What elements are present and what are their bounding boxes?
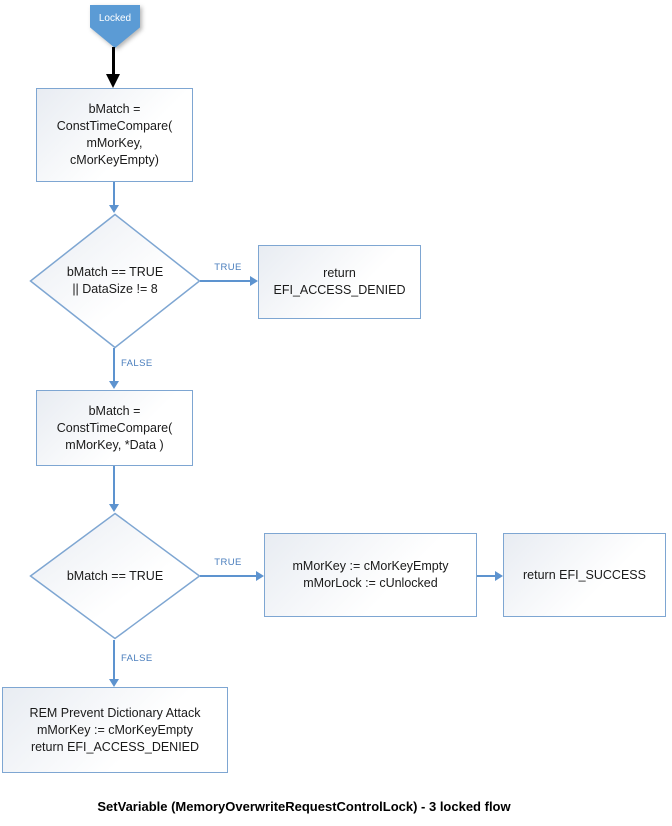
node-compare-empty: bMatch = ConstTimeCompare( mMorKey, cMor… [36,88,193,182]
connector-arrowhead-icon [109,504,119,512]
node-decision-empty-or-size: bMatch == TRUE || DataSize != 8 [29,213,201,349]
connector-compare-data-to-decision2 [113,466,115,504]
connector-decision1-true [200,280,250,282]
edge-label-false-1: FALSE [121,358,153,369]
start-terminator: Locked [90,5,140,48]
edge-label-true-2: TRUE [214,557,242,568]
connector-decision2-true [200,575,256,577]
node-unlock: mMorKey := cMorKeyEmpty mMorLock := cUnl… [264,533,477,617]
edge-label-false-2: FALSE [121,653,153,664]
connector-arrowhead-icon [256,571,264,581]
decision1-diamond-shape [29,213,201,349]
node-compare-data: bMatch = ConstTimeCompare( mMorKey, *Dat… [36,390,193,466]
connector-arrowhead-icon [250,276,258,286]
start-connector-arrowhead-icon [106,74,120,88]
diagram-caption: SetVariable (MemoryOverwriteRequestContr… [97,799,511,814]
connector-arrowhead-icon [109,381,119,389]
connector-compare-to-decision1 [113,182,115,205]
node-dictionary-attack: REM Prevent Dictionary Attack mMorKey :=… [2,687,228,773]
decision2-label: bMatch == TRUE [66,568,164,583]
connector-decision1-false [113,348,115,381]
connector-unlock-to-success [477,575,495,577]
connector-decision2-false [113,640,115,679]
connector-arrowhead-icon [109,205,119,213]
node-return-success: return EFI_SUCCESS [503,533,666,617]
node-decision-match: bMatch == TRUE [29,512,201,640]
start-label: Locked [98,13,132,24]
start-pentagon-shape: Locked [90,5,140,48]
node-return-denied-top: return EFI_ACCESS_DENIED [258,245,421,319]
decision1-label: bMatch == TRUE || DataSize != 8 [66,265,164,296]
start-connector-line [112,47,115,75]
edge-label-true-1: TRUE [214,262,242,273]
connector-arrowhead-icon [495,571,503,581]
decision2-diamond-shape [29,512,201,640]
connector-arrowhead-icon [109,679,119,687]
